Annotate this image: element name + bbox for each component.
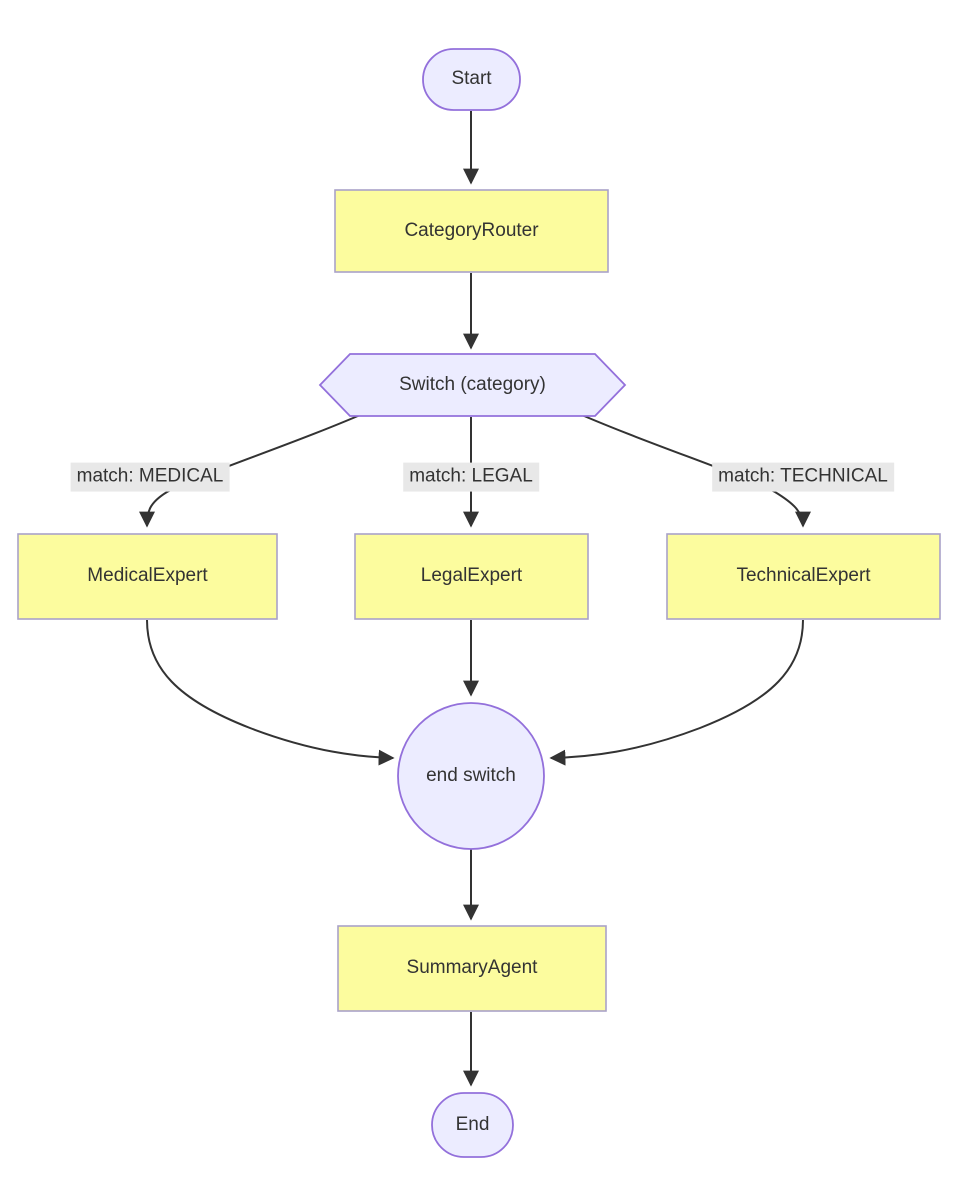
medicalexpert-node-shape [17, 533, 278, 620]
technicalexpert-node-shape [666, 533, 941, 620]
switch-hexagon-shape [318, 353, 627, 417]
edge-label-match-legal: match: LEGAL [403, 462, 539, 492]
summaryagent-node-shape [337, 925, 607, 1012]
start-node-shape [422, 48, 521, 111]
edge-label-match-technical: match: TECHNICAL [712, 462, 894, 492]
categoryrouter-node-shape [334, 189, 609, 273]
legalexpert-node-shape [354, 533, 589, 620]
edge-label-match-medical: match: MEDICAL [70, 462, 230, 492]
end-node-shape [431, 1092, 514, 1158]
edge-technicalexpert-to-endswitch [549, 619, 804, 766]
endswitch-circle-shape [397, 702, 545, 850]
edge-medicalexpert-to-endswitch [146, 619, 395, 766]
